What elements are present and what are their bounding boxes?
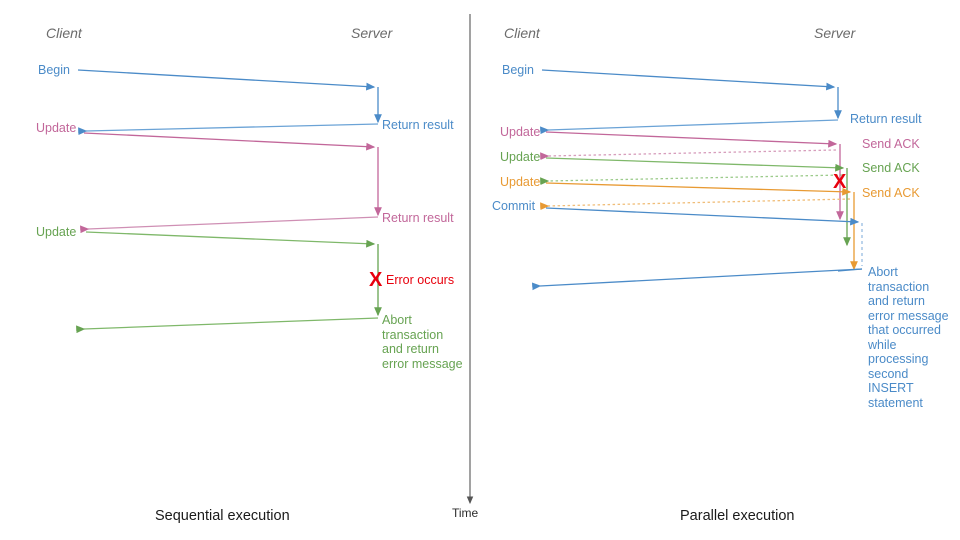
right-abort-line-10: statement [868,395,923,410]
right-abort-line-6: while [868,337,897,352]
left-label-update-pink: Update [36,121,77,135]
left-abort-line-1: Abort [382,313,412,327]
left-abort-line-3: and return [382,342,439,356]
right-panel-caption: Parallel execution [680,508,795,524]
right-label-commit: Commit [492,199,536,213]
left-lane-header-server: Server [351,25,393,41]
left-abort-line-4: error message [382,356,463,371]
right-abort-line-9: INSERT [868,381,914,395]
right-abort-line-5: that occurred [868,323,941,337]
right-panel-arrows [532,69,863,291]
right-lane-header-server: Server [814,25,856,41]
left-label-update-green: Update [36,225,77,239]
arrow-update-green-left [85,231,376,248]
arrow-update-orange-right [545,182,852,196]
arrow-begin-left [77,69,376,91]
left-abort-line-2: transaction [382,327,444,342]
right-abort-line-3: and return [868,294,925,308]
arrow-update-pink-right [545,131,838,148]
right-label-send-ack-green: Send ACK [862,161,920,175]
right-label-send-ack-orange: Send ACK [862,186,920,200]
arrow-abort-right [532,268,863,291]
arrow-abort-left [76,317,379,334]
right-abort-block: Abort transaction and return error messa… [868,265,958,410]
right-abort-line-2: transaction [868,279,930,294]
arrow-begin-right [541,69,836,91]
arrow-ack-green-right [540,174,844,186]
left-label-begin: Begin [38,63,70,77]
right-abort-line-1: Abort [868,265,898,279]
abort-stub-right [837,268,863,272]
right-lane-header-client: Client [504,25,540,41]
right-label-update-pink: Update [500,125,541,139]
right-error-x-icon: X [833,171,847,193]
right-abort-line-7: processing [868,352,929,366]
arrow-update-pink-left [83,132,376,151]
left-label-error-occurs: Error occurs [386,273,455,287]
left-abort-block: Abort transaction and return error messa… [382,313,464,371]
left-lane-header-client: Client [46,25,82,41]
left-panel-arrows [76,69,382,334]
arrow-commit-right [545,207,860,226]
right-label-begin: Begin [502,63,534,77]
left-panel-caption: Sequential execution [155,508,290,524]
arrow-update-green-right [545,157,845,172]
right-label-send-ack-pink: Send ACK [862,137,920,151]
left-label-return-result-1: Return result [382,118,454,132]
right-abort-line-8: second [868,366,909,381]
arrow-return-result-right [540,119,839,135]
arrow-return-result-1-left [78,123,379,136]
arrow-ack-pink-right [540,149,837,161]
time-axis-label: Time [452,506,479,520]
right-label-return-result: Return result [850,112,922,126]
right-label-update-orange: Update [500,175,541,189]
arrow-return-result-2-left [80,216,379,234]
right-abort-line-4: error message [868,308,949,323]
right-label-update-green: Update [500,150,541,164]
left-label-return-result-2: Return result [382,211,454,225]
arrow-ack-orange-right [540,198,851,211]
left-error-x-icon: X [369,269,383,291]
